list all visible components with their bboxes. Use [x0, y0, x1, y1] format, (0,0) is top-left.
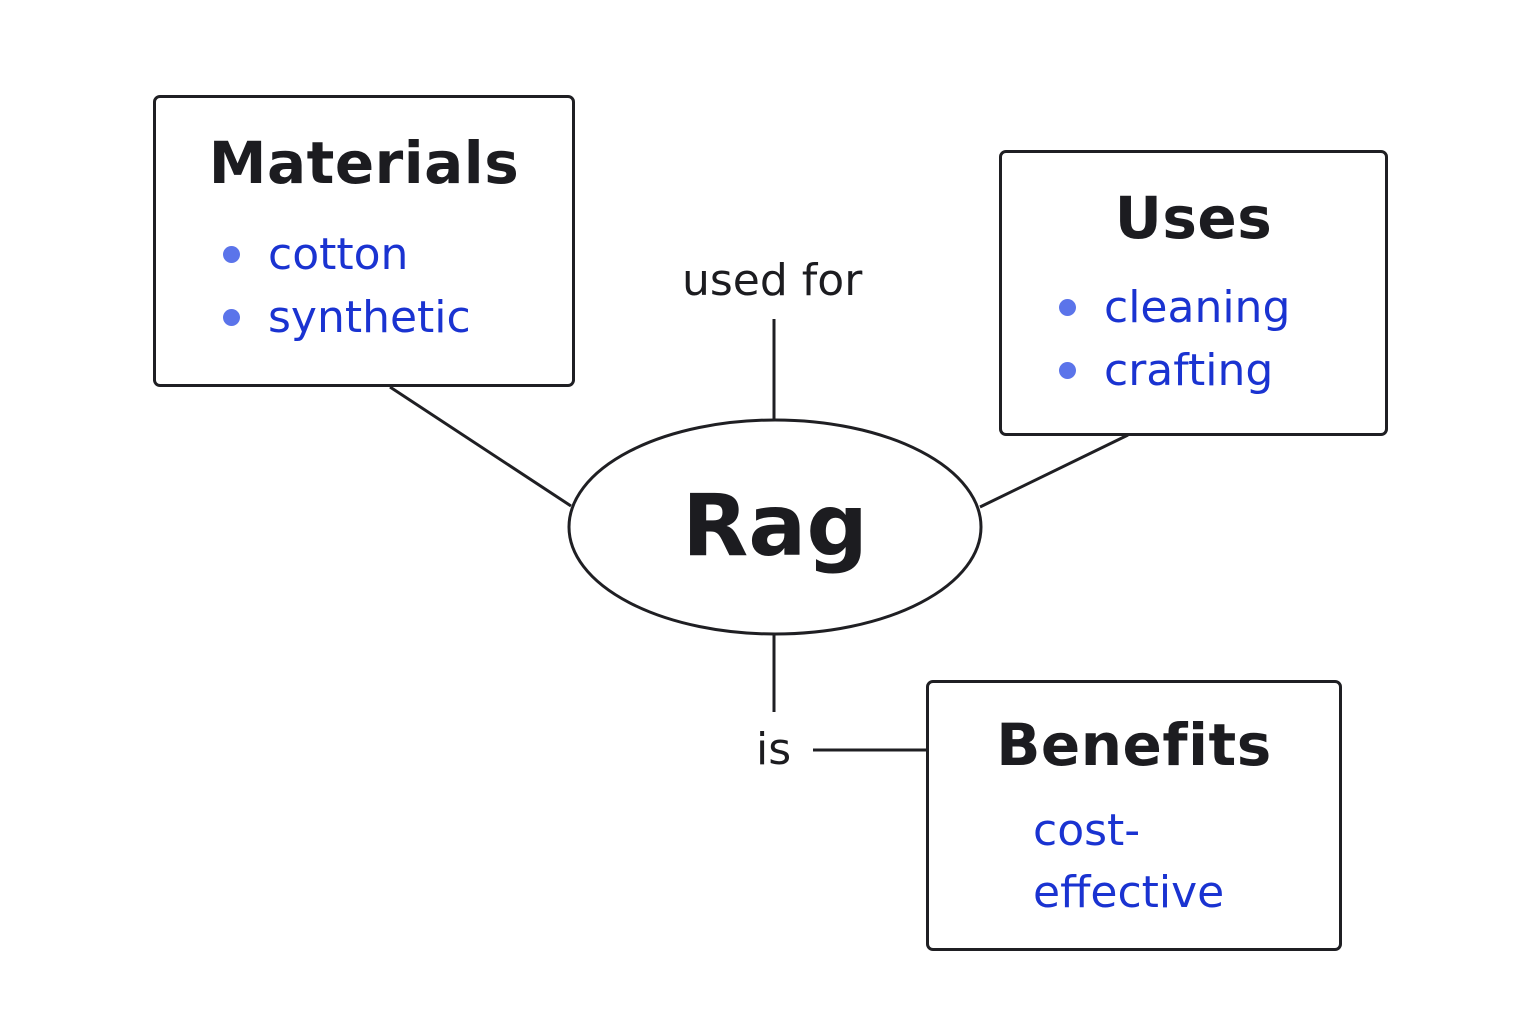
- connector-materials: [389, 385, 572, 508]
- connector-uses: [979, 433, 1129, 509]
- uses-item-cleaning: cleaning: [1104, 282, 1291, 333]
- materials-box: Materials cotton synthetic: [153, 95, 575, 387]
- benefits-line-1: cost-: [1033, 805, 1141, 856]
- bullet-icon: [223, 246, 240, 263]
- materials-title: Materials: [208, 129, 520, 197]
- benefits-line-2: effective: [1033, 867, 1225, 918]
- materials-item-cotton: cotton: [268, 229, 409, 280]
- edge-label-used-for: used for: [682, 255, 863, 306]
- center-node-ellipse: [567, 418, 983, 636]
- edge-label-is: is: [756, 724, 792, 775]
- materials-item-synthetic: synthetic: [268, 292, 471, 343]
- benefits-box: Benefits cost- effective: [926, 680, 1342, 951]
- benefits-title: Benefits: [996, 711, 1272, 779]
- uses-item-crafting: crafting: [1104, 345, 1274, 396]
- bullet-icon: [223, 309, 240, 326]
- uses-box: Uses cleaning crafting: [999, 150, 1388, 436]
- bullet-icon: [1059, 362, 1076, 379]
- uses-title: Uses: [1114, 184, 1273, 252]
- center-node-label: Rag: [682, 476, 868, 576]
- bullet-icon: [1059, 299, 1076, 316]
